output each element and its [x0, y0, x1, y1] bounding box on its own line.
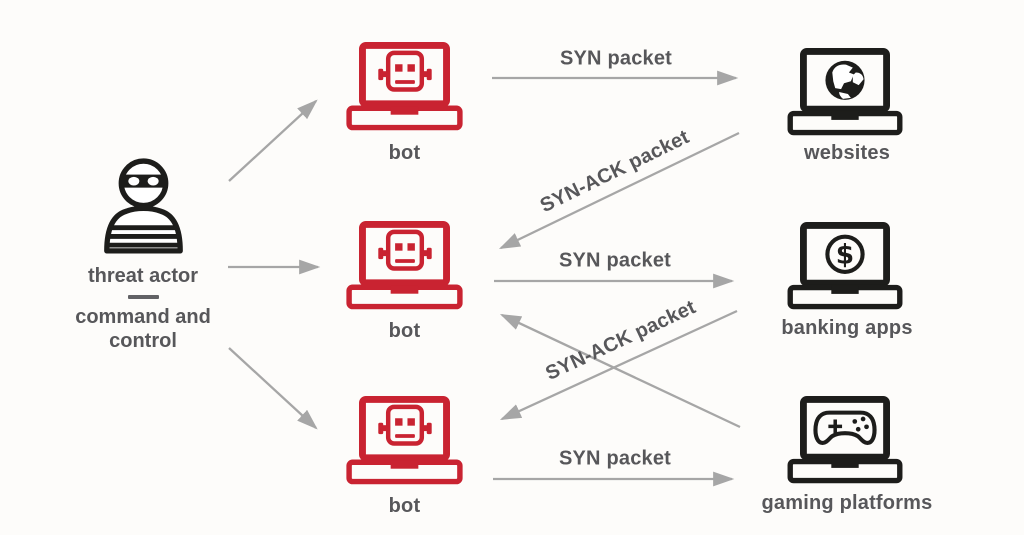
gamepad-laptop-icon: [786, 396, 904, 486]
robot-laptop-icon: [345, 42, 464, 133]
dollar-laptop-icon: [786, 222, 904, 312]
threat-actor-label: threat actor: [87, 265, 199, 287]
bot-3-label: bot: [388, 495, 421, 517]
gaming-platforms-label: gaming platforms: [761, 492, 933, 514]
arrow-synack-websites-to-bot2: [498, 131, 740, 250]
arrow-synack-banking-to-bot3: [499, 309, 738, 421]
bot-1-label: bot: [388, 142, 421, 164]
robot-laptop-icon: [345, 396, 464, 487]
command-and-control-label: command and control: [75, 306, 211, 352]
syn-packet-label-top: SYN packet: [559, 47, 673, 70]
syn-packet-label-bottom: SYN packet: [558, 447, 672, 470]
arrow-synack-gaming-to-bot2: [499, 313, 741, 429]
syn-packet-label-middle: SYN packet: [558, 249, 672, 272]
threat-actor-icon: [101, 157, 186, 254]
threat-actor-label-block: threat actor command and control: [33, 264, 253, 353]
banking-apps-label: banking apps: [781, 317, 913, 339]
bot-2-label: bot: [388, 320, 421, 342]
robot-laptop-icon: [345, 221, 464, 312]
globe-laptop-icon: [786, 48, 904, 138]
arrow-c2-to-bot-3: [228, 347, 318, 430]
websites-label: websites: [803, 142, 891, 164]
label-divider: [127, 295, 159, 299]
arrow-c2-to-bot-1: [228, 99, 318, 182]
